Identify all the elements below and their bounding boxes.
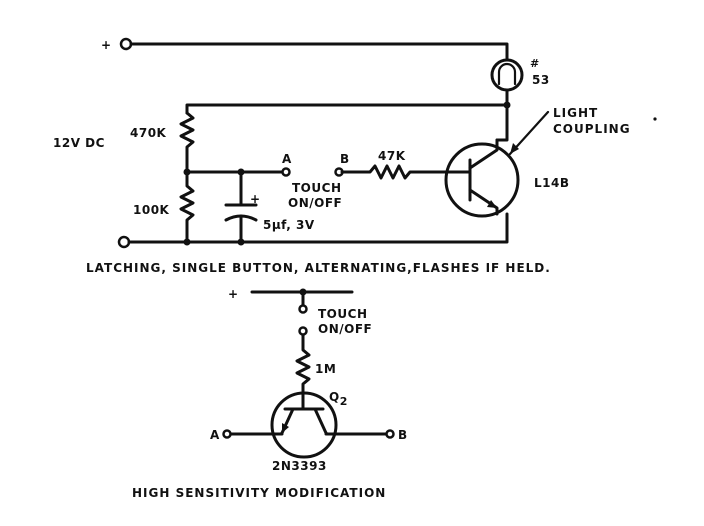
transistor-q2-emitter-arrow [282, 423, 289, 433]
resistor-470k-label: 470K [130, 126, 167, 140]
light-coupling-label-line2: COUPLING [553, 122, 631, 136]
resistor-100k-label: 100K [133, 203, 170, 217]
phototransistor-collector [468, 138, 499, 170]
positive-supply-rail [129, 42, 509, 62]
lamp-label-number: 53 [532, 73, 550, 87]
touch-contact-a-label: A [282, 152, 292, 166]
resistor-470k [179, 111, 195, 174]
light-coupling-label-line1: LIGHT [553, 106, 598, 120]
phototransistor-l14b [444, 138, 520, 218]
phototransistor-label: L14B [534, 176, 570, 190]
transistor-q2 [270, 391, 338, 459]
lower-terminal-b [385, 429, 395, 439]
return-node-left [183, 238, 191, 246]
lower-touch-contact-2 [298, 326, 308, 336]
plus-terminal-label: + [101, 38, 112, 52]
touch-contact-b-label: B [340, 152, 350, 166]
resistor-1m-label: 1M [315, 362, 336, 376]
touch-contact-a [281, 167, 291, 177]
phototransistor-emitter [468, 188, 499, 216]
lower-plus-label: + [228, 287, 239, 301]
divider-top-wire [185, 103, 509, 115]
lower-circuit: + TOUCH ON/OFF 1M Q2 A B 2N3393 HIGH SEN… [132, 287, 408, 500]
upper-circuit-caption: LATCHING, SINGLE BUTTON, ALTERNATING,FLA… [86, 261, 551, 275]
touch-label-line2: ON/OFF [288, 196, 342, 210]
lower-touch-label-line2: ON/OFF [318, 322, 372, 336]
transistor-q2-ref: Q2 [329, 390, 348, 408]
supply-voltage-label: 12V DC [53, 136, 105, 150]
lower-circuit-caption: HIGH SENSITIVITY MODIFICATION [132, 486, 386, 500]
light-coupling-arrowhead [510, 143, 519, 154]
phototransistor-emitter-arrow [487, 200, 497, 208]
transistor-type-label: 2N3393 [272, 459, 327, 473]
lower-lead-a [229, 431, 284, 436]
capacitor-5uf [224, 170, 258, 244]
negative-return-rail [127, 212, 509, 244]
lower-terminal-a-label: A [210, 428, 220, 442]
lamp-filament [497, 62, 517, 86]
resistor-100k [179, 170, 195, 244]
lamp-label-number-sign: # [530, 57, 540, 70]
phototransistor-body [444, 142, 520, 218]
return-node-cap [237, 238, 245, 246]
capacitor-value-label: 5µf, 3V [263, 218, 315, 232]
collector-wire [495, 103, 509, 142]
resistor-47k [340, 164, 460, 180]
lamp-53 [490, 58, 524, 92]
upper-circuit: + # 53 470K 12V DC 100K [53, 37, 631, 275]
capacitor-polarity-label: + [250, 192, 261, 206]
stray-mark [653, 117, 657, 121]
transistor-q2-collector [313, 407, 328, 435]
touch-label-line1: TOUCH [292, 181, 341, 195]
lower-terminal-a [222, 429, 232, 439]
lower-lead-b [324, 431, 388, 436]
lower-touch-label-line1: TOUCH [318, 307, 367, 321]
resistor-1m [295, 333, 311, 396]
lower-terminal-b-label: B [398, 428, 408, 442]
resistor-47k-label: 47K [378, 149, 406, 163]
lower-touch-contact-1 [298, 304, 308, 314]
